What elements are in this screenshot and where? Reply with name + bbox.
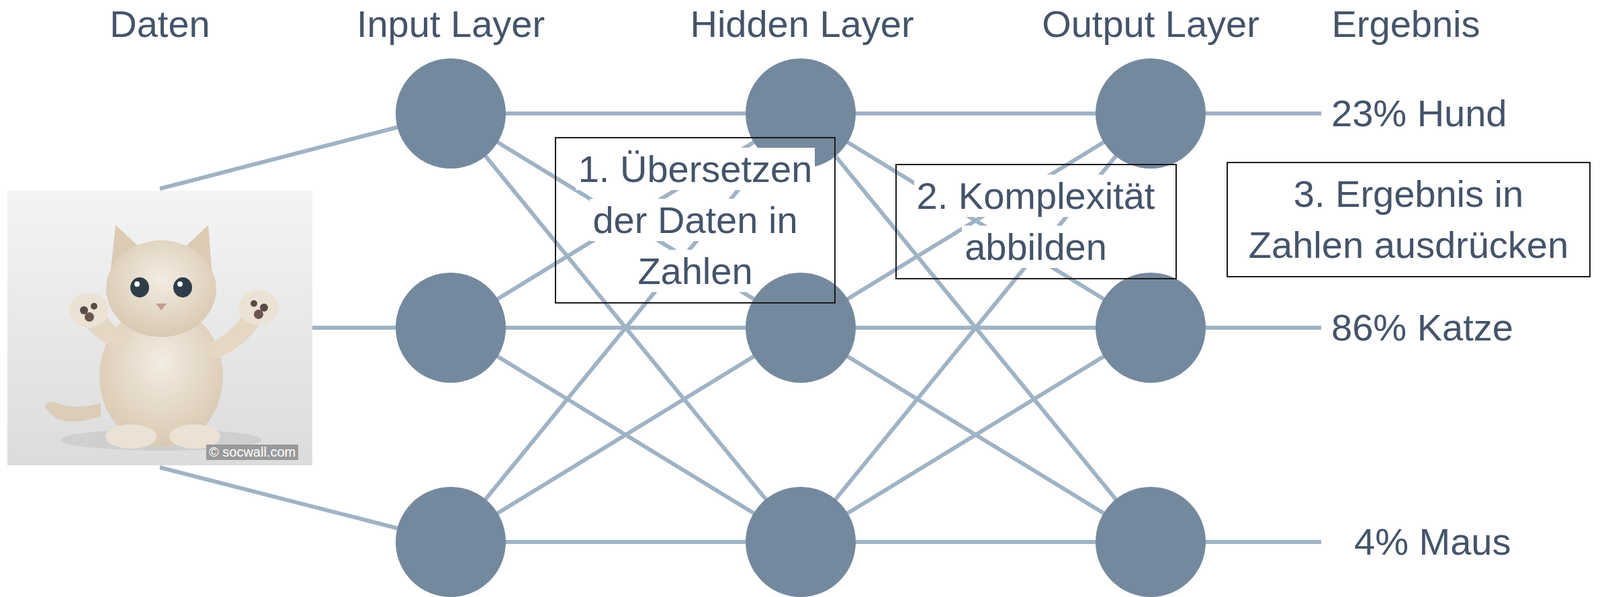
kitten-eye bbox=[173, 277, 193, 298]
column-heading: Daten bbox=[109, 2, 210, 46]
weight-line bbox=[450, 327, 801, 543]
kitten-eye bbox=[130, 277, 150, 298]
paw-pad bbox=[253, 309, 264, 320]
step-text: 3. Ergebnis in Zahlen ausdrücken bbox=[1246, 172, 1572, 266]
result-label: 86% Katze bbox=[1331, 306, 1514, 350]
connection-lines bbox=[159, 113, 1322, 543]
column-heading: Output Layer bbox=[1041, 2, 1260, 46]
step-text-line: 1. Übersetzen der Daten in Zahlen bbox=[565, 143, 825, 297]
kitten-foot bbox=[105, 424, 157, 449]
input-neuron bbox=[395, 486, 506, 597]
paw-pad bbox=[90, 302, 98, 310]
kitten-arm bbox=[204, 305, 266, 360]
step-box: 3. Ergebnis in Zahlen ausdrücken bbox=[1226, 161, 1591, 278]
result-label: 4% Maus bbox=[1354, 520, 1511, 564]
step-text-line: 2. Komplexität abbilden bbox=[906, 170, 1167, 273]
weight-line bbox=[800, 113, 1151, 328]
step-box: 2. Komplexität abbilden bbox=[895, 163, 1177, 280]
step-text: 2. Komplexität abbilden bbox=[914, 174, 1159, 269]
output-neuron bbox=[1095, 58, 1206, 169]
weight-line bbox=[800, 327, 1151, 543]
output-neuron bbox=[1095, 272, 1206, 383]
step-box: 1. Übersetzen der Daten in Zahlen bbox=[554, 137, 836, 304]
weight-line bbox=[450, 327, 801, 543]
weight-line bbox=[800, 113, 1151, 328]
paw-pad bbox=[84, 312, 95, 322]
step-text-line: 3. Ergebnis in Zahlen ausdrücken bbox=[1237, 168, 1580, 271]
neurons bbox=[395, 58, 1206, 597]
kitten-paw bbox=[238, 290, 279, 326]
step-text: 1. Übersetzen der Daten in Zahlen bbox=[575, 147, 816, 293]
column-heading: Hidden Layer bbox=[689, 2, 914, 46]
result-label: 23% Hund bbox=[1331, 92, 1508, 136]
kitten-tail bbox=[45, 401, 101, 422]
paw-pad bbox=[250, 300, 258, 307]
kitten-paw bbox=[68, 292, 109, 328]
kitten-nose bbox=[155, 303, 167, 311]
kitten-head bbox=[106, 240, 217, 338]
watermark: © socwall.com bbox=[206, 444, 299, 461]
column-heading: Input Layer bbox=[356, 2, 545, 46]
column-heading: Ergebnis bbox=[1331, 2, 1480, 46]
input-neuron bbox=[395, 58, 506, 169]
input-neuron bbox=[395, 272, 506, 383]
eye-glint bbox=[177, 281, 183, 287]
hidden-neuron bbox=[745, 486, 856, 597]
eye-glint bbox=[134, 281, 140, 287]
kitten-photo bbox=[7, 190, 313, 466]
output-neuron bbox=[1095, 486, 1206, 597]
weight-line bbox=[800, 327, 1151, 543]
hidden-neuron bbox=[745, 272, 856, 383]
photo-background bbox=[7, 190, 313, 466]
